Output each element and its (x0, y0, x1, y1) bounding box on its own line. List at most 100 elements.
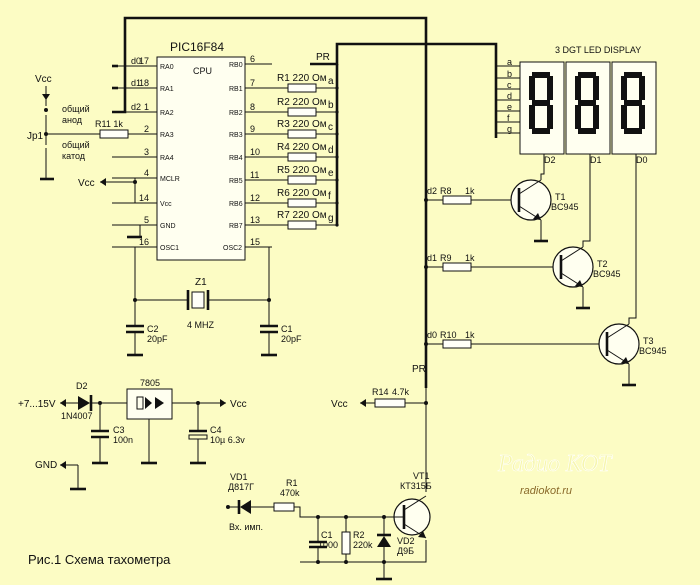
c1-input-ref: C1 (321, 530, 333, 540)
seg-res-e-seg: e (328, 168, 334, 179)
driver-d1-ref: R9 (440, 253, 452, 263)
jumper-cathode-line2: катод (62, 151, 86, 161)
right-pin-rb6-name: RB6 (229, 201, 243, 208)
left-pin-ra0-name: RA0 (160, 64, 174, 71)
seg-res-b-label: R2 220 Ом (277, 97, 327, 108)
oscillator: Z1 4 MHZ C2 20pF C1 20pF (126, 246, 302, 357)
c1-input-value: 1000 (318, 540, 338, 550)
left-pin-gnd-num: 5 (144, 215, 149, 225)
pr-label-bottom: PR (412, 364, 426, 375)
jumper-cathode-line1: общий (62, 140, 90, 150)
jumper-vcc-label: Vcc (35, 74, 52, 85)
right-pin-osc2-num: 15 (250, 237, 260, 247)
chip-pic16f84: PIC16F84 CPU 17RA0d018RA1d11RA2d22RA33RA… (112, 40, 272, 261)
left-pin-ra3-name: RA3 (160, 132, 174, 139)
right-pin-rb2-num: 8 (250, 102, 255, 112)
pullup-section: PR Vcc R14 4.7k (331, 364, 428, 492)
regulator-ref: 7805 (140, 378, 160, 388)
seg-res-d-label: R4 220 Ом (277, 142, 327, 153)
seg-res-c-label: R3 220 Ом (277, 119, 327, 130)
vd1-type: Д817Г (228, 482, 254, 492)
right-pin-rb4-name: RB4 (229, 155, 243, 162)
jumper-anode-line1: общий (62, 104, 90, 114)
r1-input-value: 470k (280, 488, 300, 498)
left-pin-osc1-num: 16 (139, 237, 149, 247)
driver-d1-net: d1 (427, 253, 437, 263)
jumper-section: Vcc общий анод общий катод Jp1 R11 1k Vc… (27, 74, 157, 239)
digit-d2-label: D2 (544, 155, 556, 165)
left-pin-ra1-num: 18 (139, 78, 149, 88)
seg-res-e-label: R5 220 Ом (277, 165, 327, 176)
right-pin-rb7-num: 13 (250, 215, 260, 225)
gnd-label: GND (35, 460, 57, 471)
input-stage: VD1 Д817Г R1 470k Вх. имп. C1 1000 R2 22… (226, 471, 432, 581)
c3-ref: C3 (113, 425, 125, 435)
r14-value: 4.7k (392, 387, 410, 397)
digit-d0-label: D0 (636, 155, 648, 165)
seg-res-c-seg: c (328, 122, 333, 133)
vd2-ref: VD2 (397, 536, 415, 546)
left-pin-gnd-name: GND (160, 223, 176, 230)
r2-ref: R2 (353, 530, 365, 540)
right-pin-rb7-name: RB7 (229, 223, 243, 230)
net-d2-label: d2 (131, 102, 141, 112)
right-pin-rb3-num: 9 (250, 124, 255, 134)
driver-d0-net: d0 (427, 330, 437, 340)
transistor-t3-type: BC945 (639, 346, 667, 356)
digit-d1-label: D1 (590, 155, 602, 165)
c1-osc-value: 20pF (281, 334, 302, 344)
display-seg-f: f (507, 113, 510, 123)
crystal-value: 4 MHZ (187, 320, 215, 330)
seg-res-g-seg: g (328, 213, 334, 224)
net-d1-label: d1 (131, 78, 141, 88)
driver-d1-value: 1k (465, 253, 475, 263)
pullup-vcc-label: Vcc (331, 399, 348, 410)
chip-name: PIC16F84 (170, 40, 224, 54)
psu-d2-ref: D2 (76, 381, 88, 391)
right-pin-rb0-name: RB0 (229, 62, 243, 69)
left-pin-ra2-name: RA2 (160, 110, 174, 117)
right-pin-rb1-num: 7 (250, 78, 255, 88)
c2-ref: C2 (147, 324, 159, 334)
mclr-vcc-label: Vcc (78, 178, 95, 189)
left-pin-ra1-name: RA1 (160, 86, 174, 93)
left-pin-vcc-num: 14 (139, 193, 149, 203)
seg-res-f-seg: f (328, 191, 331, 202)
right-pin-rb3-name: RB3 (229, 132, 243, 139)
seg-res-a-seg: a (328, 76, 334, 87)
driver-d2-net: d2 (427, 186, 437, 196)
left-pin-ra2-num: 1 (144, 102, 149, 112)
watermark-url: radiokot.ru (520, 485, 572, 497)
display-title: 3 DGT LED DISPLAY (555, 45, 641, 55)
display-seg-c: c (507, 80, 512, 90)
jumper-ref: Jp1 (27, 131, 44, 142)
display-seg-d: d (507, 91, 512, 101)
watermark: Радио КОТ radiokot.ru (497, 451, 614, 497)
crystal-ref: Z1 (195, 277, 207, 288)
transistor-t3-ref: T3 (643, 336, 654, 346)
right-pin-rb4-num: 10 (250, 147, 260, 157)
display-seg-b: b (507, 69, 512, 79)
transistor-t1-type: BC945 (551, 202, 579, 212)
vt1-type: КТ315Б (400, 481, 432, 491)
right-pin-rb5-num: 11 (250, 170, 259, 180)
seg-res-d-seg: d (328, 145, 334, 156)
c3-value: 100n (113, 435, 133, 445)
left-pin-ra0-num: 17 (139, 56, 149, 66)
r14-ref: R14 (372, 387, 389, 397)
c4-ref: C4 (210, 425, 222, 435)
power-supply: +7...15V D2 1N4007 7805 Vcc C3 100n C4 1… (18, 378, 247, 491)
left-pin-osc1-name: OSC1 (160, 245, 179, 252)
right-pin-rb2-name: RB2 (229, 110, 243, 117)
driver-d0-value: 1k (465, 330, 475, 340)
net-d0-label: d0 (131, 56, 141, 66)
seg-res-b-seg: b (328, 100, 334, 111)
input-label: Вх. имп. (229, 522, 263, 532)
right-pin-rb5-name: RB5 (229, 178, 243, 185)
left-pin-ra4-num: 3 (144, 147, 149, 157)
left-pin-ra4-name: RA4 (160, 155, 174, 162)
psu-vcc-label: Vcc (230, 399, 247, 410)
transistor-t1-ref: T1 (555, 192, 566, 202)
seg-res-f-label: R6 220 Ом (277, 188, 327, 199)
